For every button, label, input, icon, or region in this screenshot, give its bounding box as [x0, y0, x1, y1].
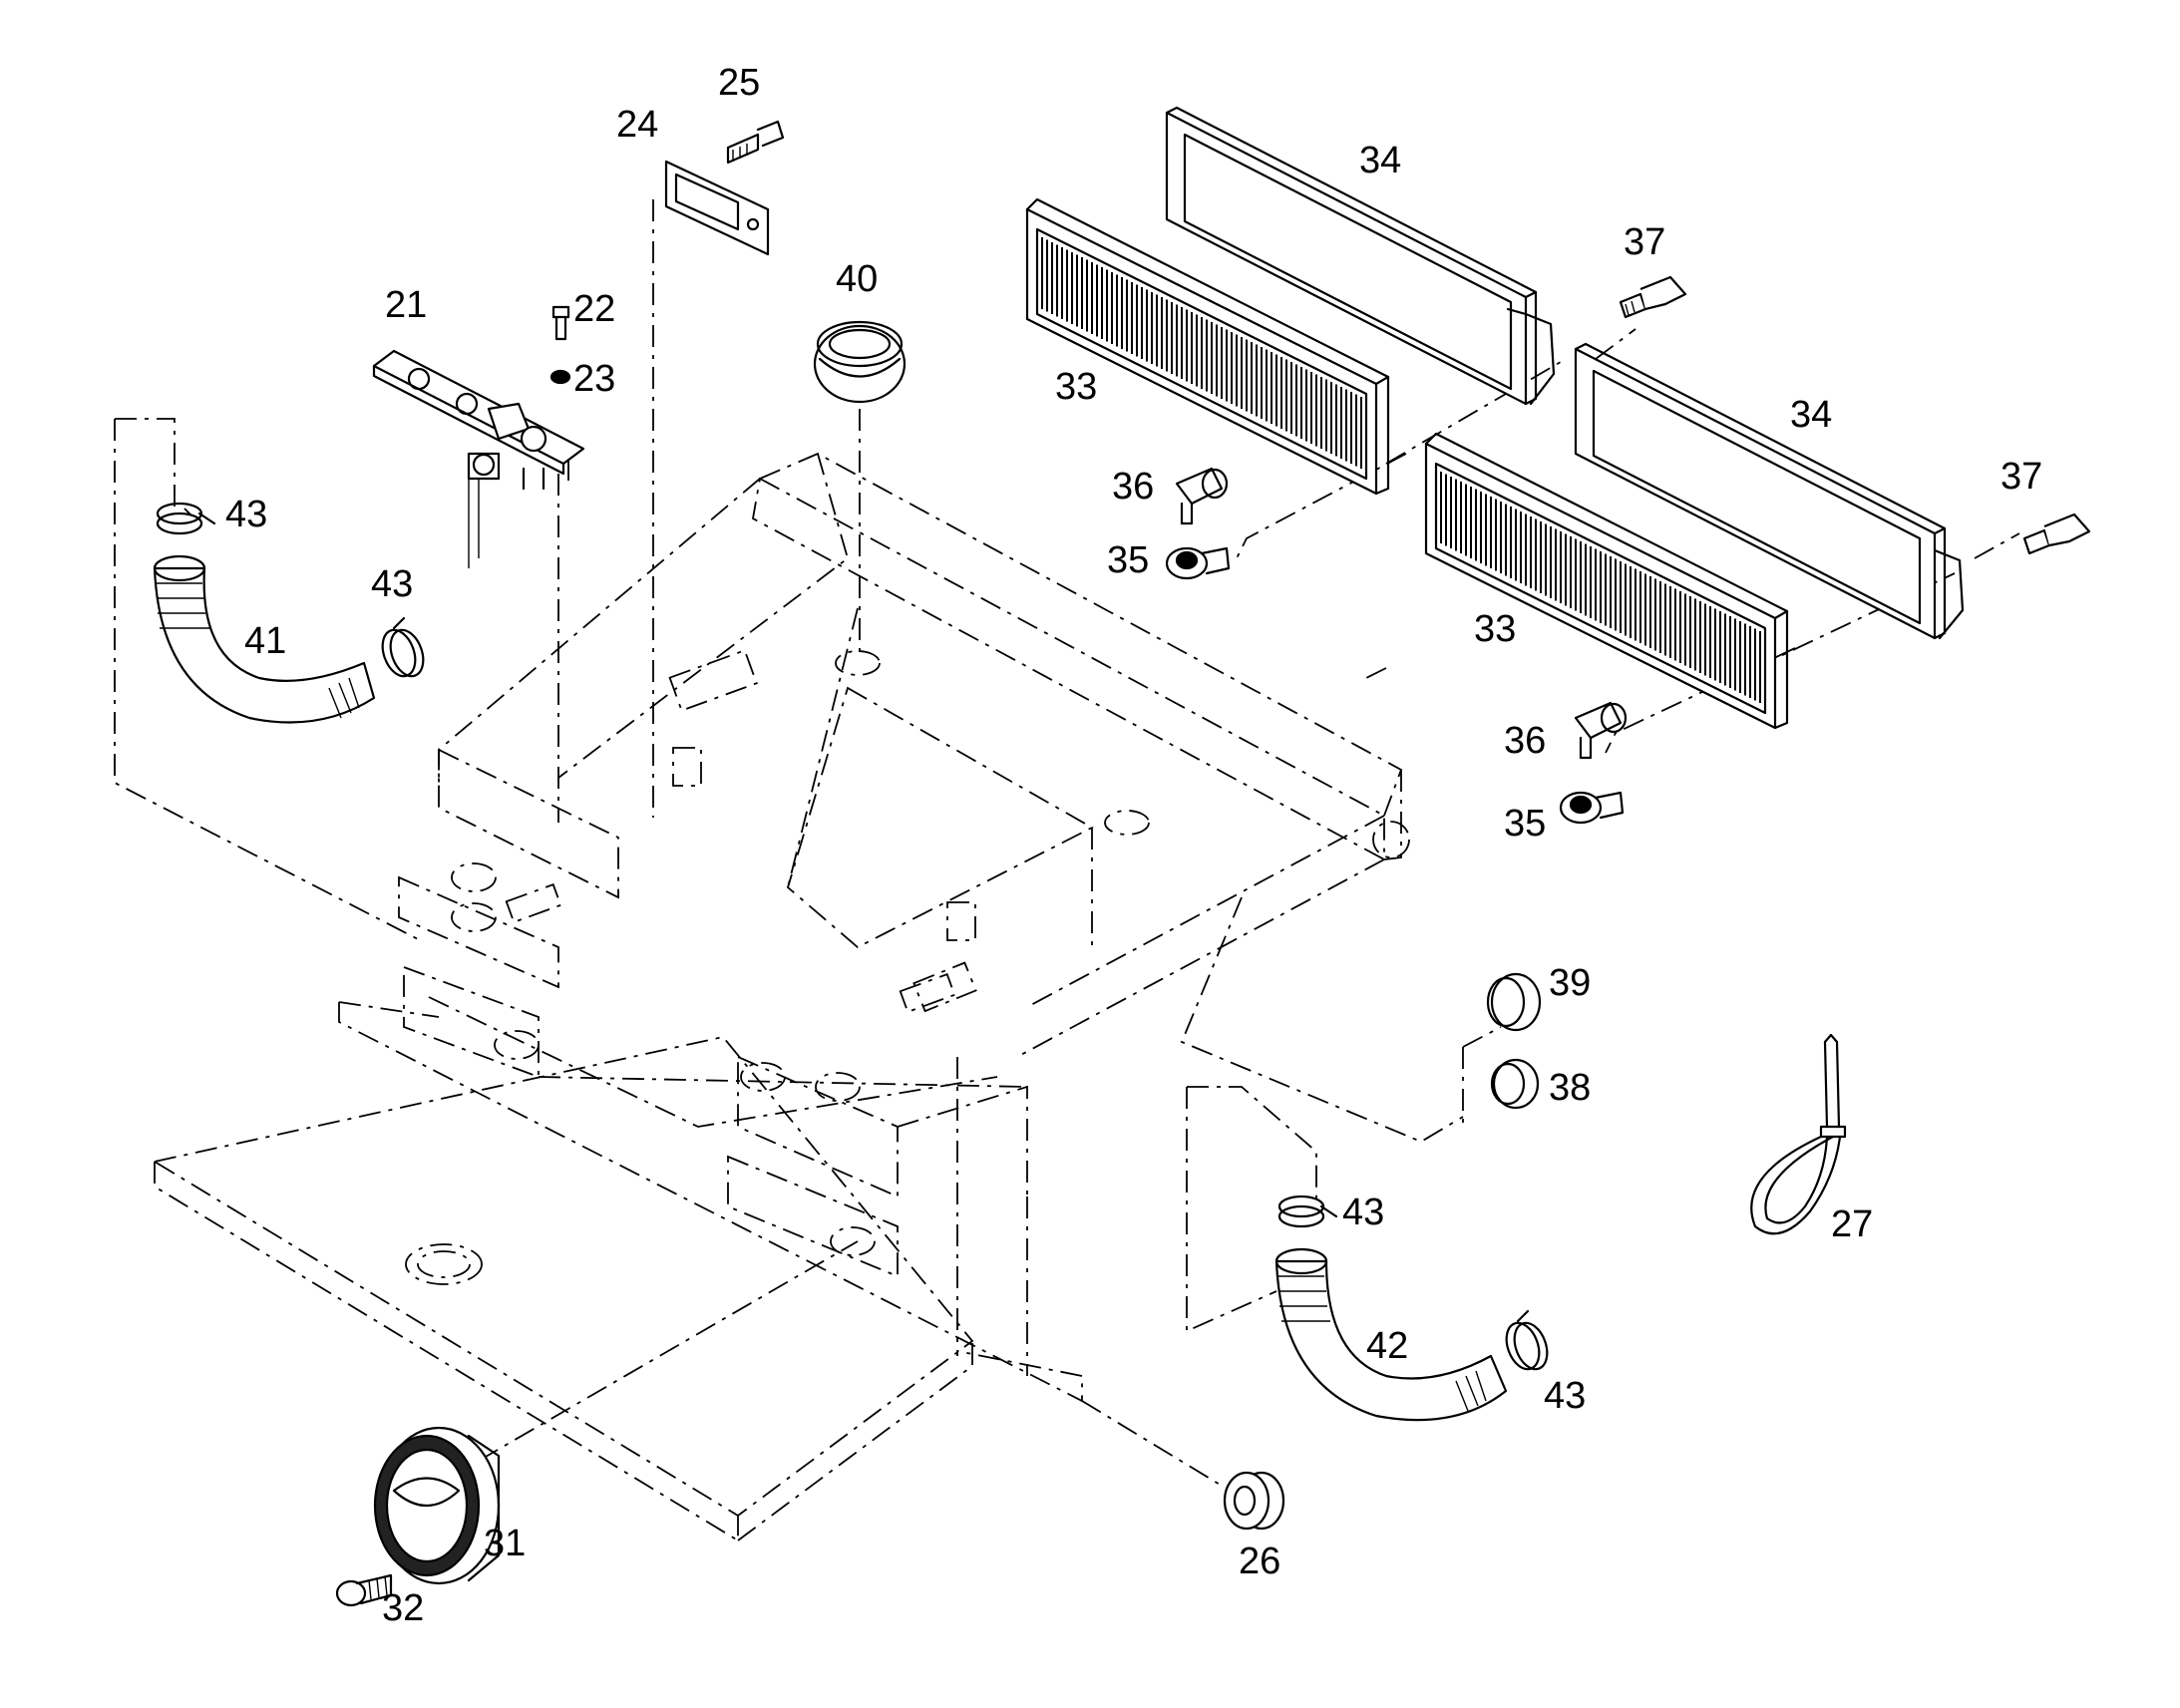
hose-clamp-43c — [1277, 1195, 1338, 1228]
callout-37-b: 37 — [2000, 456, 2042, 498]
clip-35b — [1559, 791, 1625, 825]
hose-clamp-43b — [381, 616, 425, 678]
filter-frame-34a — [1165, 106, 1556, 406]
callout-34-a: 34 — [1359, 140, 1401, 181]
filter-frame-34b — [1574, 342, 1965, 640]
wing-bolt-37b — [2022, 512, 2091, 555]
grommet-26 — [1223, 1471, 1285, 1531]
latch-36a — [1175, 467, 1229, 525]
hose-clamp-43d — [1505, 1309, 1549, 1371]
clip-35a — [1165, 546, 1231, 580]
callout-42: 42 — [1366, 1325, 1408, 1367]
callout-32: 32 — [382, 1587, 424, 1629]
callout-36-b: 36 — [1504, 720, 1546, 762]
plug-39 — [1486, 972, 1542, 1032]
callout-35-a: 35 — [1107, 539, 1149, 581]
callout-33-b: 33 — [1474, 608, 1516, 650]
cable-tie-27 — [1750, 1033, 1847, 1235]
callout-27: 27 — [1831, 1203, 1873, 1245]
callout-43-a: 43 — [225, 494, 267, 535]
cap-31 — [373, 1426, 501, 1585]
screw-22 — [551, 305, 570, 341]
callout-43-c: 43 — [1342, 1192, 1384, 1233]
filter-element-33b — [1424, 432, 1789, 730]
callout-33-a: 33 — [1055, 366, 1097, 408]
callout-37-a: 37 — [1624, 221, 1665, 263]
callout-40: 40 — [836, 258, 878, 300]
callout-39: 39 — [1549, 962, 1591, 1004]
hose-42 — [1274, 1247, 1508, 1422]
switch-plate-21 — [372, 349, 585, 568]
callout-labels: 21 22 23 24 25 26 27 31 32 33 33 34 34 3… — [225, 62, 2042, 1629]
bolt-25 — [726, 120, 785, 165]
hose-41 — [153, 554, 376, 724]
callout-38: 38 — [1549, 1067, 1591, 1109]
callout-43-d: 43 — [1544, 1375, 1586, 1417]
callout-21: 21 — [385, 284, 427, 326]
callout-43-b: 43 — [371, 563, 413, 605]
callout-23: 23 — [573, 358, 615, 400]
latch-36b — [1574, 701, 1628, 760]
callout-24: 24 — [616, 104, 658, 146]
wing-bolt-37a — [1619, 275, 1687, 319]
callout-41: 41 — [244, 620, 286, 662]
frame-housing — [152, 453, 1410, 1542]
callout-26: 26 — [1239, 1540, 1280, 1582]
callout-22: 22 — [573, 288, 615, 330]
callout-34-b: 34 — [1790, 394, 1832, 436]
callout-35-b: 35 — [1504, 803, 1546, 845]
filter-element-33a — [1025, 197, 1390, 496]
grommet-40 — [813, 320, 907, 404]
callout-36-a: 36 — [1112, 466, 1154, 508]
washer-23 — [549, 369, 571, 385]
hose-clamp-43a — [156, 502, 216, 535]
screw-32 — [335, 1573, 393, 1607]
plug-38 — [1490, 1058, 1540, 1110]
handle-24 — [664, 160, 770, 256]
callout-25: 25 — [718, 62, 760, 104]
callout-31: 31 — [484, 1523, 526, 1564]
